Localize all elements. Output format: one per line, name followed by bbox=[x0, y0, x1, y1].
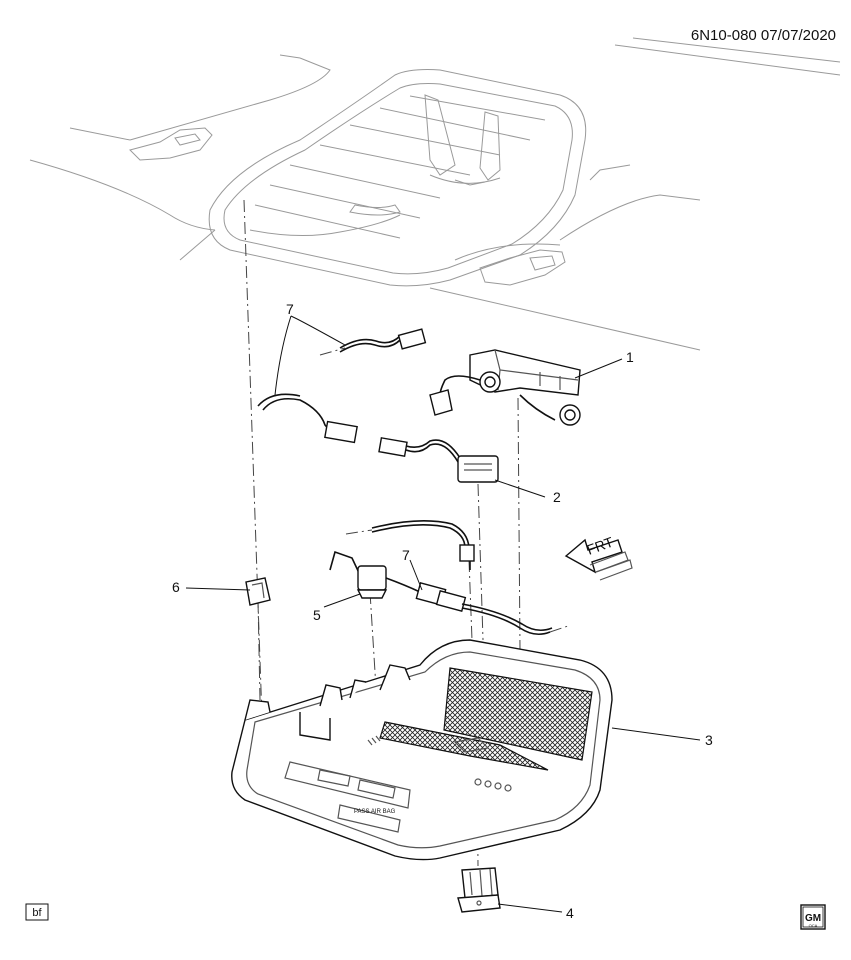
callouts: 7 1 2 7 6 5 3 4 bbox=[172, 301, 713, 921]
footer-badge: bf bbox=[25, 903, 49, 921]
part-4-lamp bbox=[457, 867, 501, 913]
label-3: 3 bbox=[705, 732, 713, 748]
gm-logo-text: GM bbox=[805, 913, 821, 924]
label-5: 5 bbox=[313, 607, 321, 623]
front-arrow-icon: FRT bbox=[564, 533, 633, 581]
roof-headliner bbox=[29, 37, 841, 351]
part-1-module bbox=[429, 349, 581, 426]
badge-bf: bf bbox=[32, 907, 42, 919]
harness-lower bbox=[329, 520, 553, 636]
console-airbag-text: PASS AIR BAG bbox=[354, 809, 396, 815]
gm-logo: GM OCA bbox=[800, 904, 826, 930]
label-6: 6 bbox=[172, 579, 180, 595]
label-4: 4 bbox=[566, 905, 574, 921]
gm-logo-subtext: OCA bbox=[809, 923, 818, 928]
diagram-code: 6N10-080 07/07/2020 bbox=[691, 27, 836, 44]
harness-upper bbox=[257, 328, 499, 483]
label-7-upper: 7 bbox=[286, 301, 294, 317]
label-2: 2 bbox=[553, 489, 561, 505]
label-7-lower: 7 bbox=[402, 547, 410, 563]
part-3-overhead-console: PASS AIR BAG bbox=[231, 639, 613, 861]
label-1: 1 bbox=[626, 349, 634, 365]
part-6-clip bbox=[245, 577, 271, 606]
